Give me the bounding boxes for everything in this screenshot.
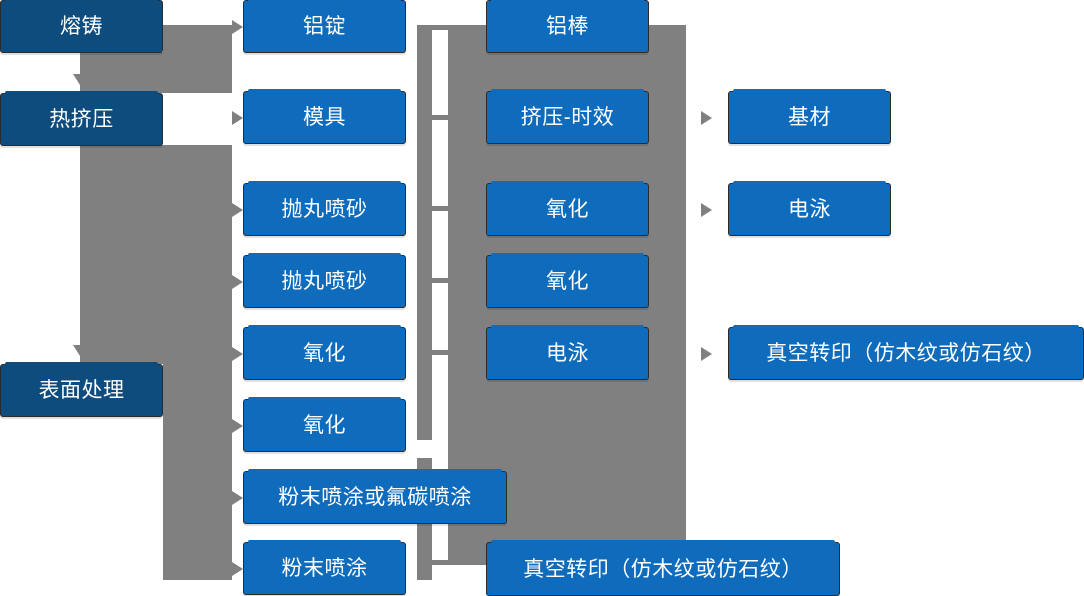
left-trunk-head bbox=[163, 25, 232, 52]
box-electrophoresis-col3[interactable]: 电泳 bbox=[486, 325, 649, 380]
left-trunk-main bbox=[80, 145, 232, 364]
label-oxidation-col3-1: 氧化 bbox=[546, 198, 589, 221]
stage-box-surface-treat[interactable]: 表面处理 bbox=[0, 362, 163, 417]
label-powder-or-fluorocarbon: 粉末喷涂或氟碳喷涂 bbox=[278, 486, 472, 509]
left-trunk-lower bbox=[163, 364, 232, 580]
label-substrate: 基材 bbox=[788, 106, 831, 129]
arrow-to-shot-blasting-2 bbox=[232, 275, 243, 289]
mid-rung-5 bbox=[432, 350, 448, 355]
arrow-to-oxidation-1 bbox=[232, 347, 243, 361]
stage-label-surface-treat: 表面处理 bbox=[38, 379, 125, 402]
box-mold[interactable]: 模具 bbox=[243, 89, 406, 144]
label-electrophoresis-col3: 电泳 bbox=[546, 342, 589, 365]
box-aluminum-bar[interactable]: 铝棒 bbox=[486, 0, 649, 53]
box-powder-or-fluorocarbon[interactable]: 粉末喷涂或氟碳喷涂 bbox=[243, 469, 507, 524]
label-aluminum-bar: 铝棒 bbox=[546, 15, 589, 38]
box-aluminum-ingot[interactable]: 铝锭 bbox=[243, 0, 406, 53]
box-oxidation-col2-2[interactable]: 氧化 bbox=[243, 397, 406, 452]
mid-rail-left-break bbox=[417, 440, 432, 458]
arrow-down-to-hot-extrude bbox=[73, 74, 87, 85]
box-vacuum-transfer-col3[interactable]: 真空转印（仿木纹或仿石纹） bbox=[486, 540, 840, 596]
label-oxidation-col2-1: 氧化 bbox=[303, 342, 346, 365]
stage-box-hot-extrude[interactable]: 热挤压 bbox=[0, 91, 163, 146]
mid-rung-1 bbox=[432, 25, 448, 30]
arrow-down-to-surface-treat bbox=[73, 345, 87, 356]
label-extrusion-aging: 挤压-时效 bbox=[520, 106, 615, 129]
stage-label-hot-extrude: 热挤压 bbox=[49, 108, 114, 131]
label-oxidation-col2-2: 氧化 bbox=[303, 414, 346, 437]
surface-treat-stub bbox=[163, 387, 183, 391]
label-electrophoresis-col4: 电泳 bbox=[788, 198, 831, 221]
box-extrusion-aging[interactable]: 挤压-时效 bbox=[486, 89, 649, 144]
arrow-to-electrophoresis bbox=[701, 203, 712, 217]
arrow-to-substrate bbox=[701, 111, 712, 125]
box-vacuum-transfer-col4[interactable]: 真空转印（仿木纹或仿石纹） bbox=[728, 325, 1084, 380]
stage-box-melt-cast[interactable]: 熔铸 bbox=[0, 0, 163, 53]
arrow-to-powder-or-fluoro bbox=[232, 491, 243, 505]
box-shot-blasting-1[interactable]: 抛丸喷砂 bbox=[243, 181, 406, 236]
box-oxidation-col2-1[interactable]: 氧化 bbox=[243, 325, 406, 380]
arrow-to-oxidation-2 bbox=[232, 419, 243, 433]
label-oxidation-col3-2: 氧化 bbox=[546, 270, 589, 293]
mid-rung-2 bbox=[432, 115, 448, 120]
box-oxidation-col3-1[interactable]: 氧化 bbox=[486, 181, 649, 236]
arrow-to-mold bbox=[232, 111, 243, 125]
label-mold: 模具 bbox=[303, 106, 346, 129]
label-shot-blasting-1: 抛丸喷砂 bbox=[281, 198, 368, 221]
box-powder-coating[interactable]: 粉末喷涂 bbox=[243, 540, 406, 595]
arrow-to-powder-coating bbox=[232, 562, 243, 576]
stage-label-melt-cast: 熔铸 bbox=[60, 15, 103, 38]
arrow-to-shot-blasting-1 bbox=[232, 203, 243, 217]
box-oxidation-col3-2[interactable]: 氧化 bbox=[486, 253, 649, 308]
box-substrate[interactable]: 基材 bbox=[728, 89, 891, 144]
arrow-to-aluminum-ingot bbox=[232, 20, 243, 34]
mid-rung-6 bbox=[432, 560, 448, 565]
box-electrophoresis-col4[interactable]: 电泳 bbox=[728, 181, 891, 236]
label-vacuum-transfer-col4: 真空转印（仿木纹或仿石纹） bbox=[766, 342, 1046, 365]
label-aluminum-ingot: 铝锭 bbox=[303, 15, 346, 38]
arrow-to-vacuum-transfer bbox=[701, 347, 712, 361]
mid-rung-4 bbox=[432, 278, 448, 283]
left-trunk-upper bbox=[80, 52, 232, 93]
label-shot-blasting-2: 抛丸喷砂 bbox=[281, 270, 368, 293]
label-powder-coating: 粉末喷涂 bbox=[281, 557, 368, 580]
label-vacuum-transfer-col3: 真空转印（仿木纹或仿石纹） bbox=[523, 557, 803, 581]
mid-rung-3 bbox=[432, 206, 448, 211]
box-shot-blasting-2[interactable]: 抛丸喷砂 bbox=[243, 253, 406, 308]
